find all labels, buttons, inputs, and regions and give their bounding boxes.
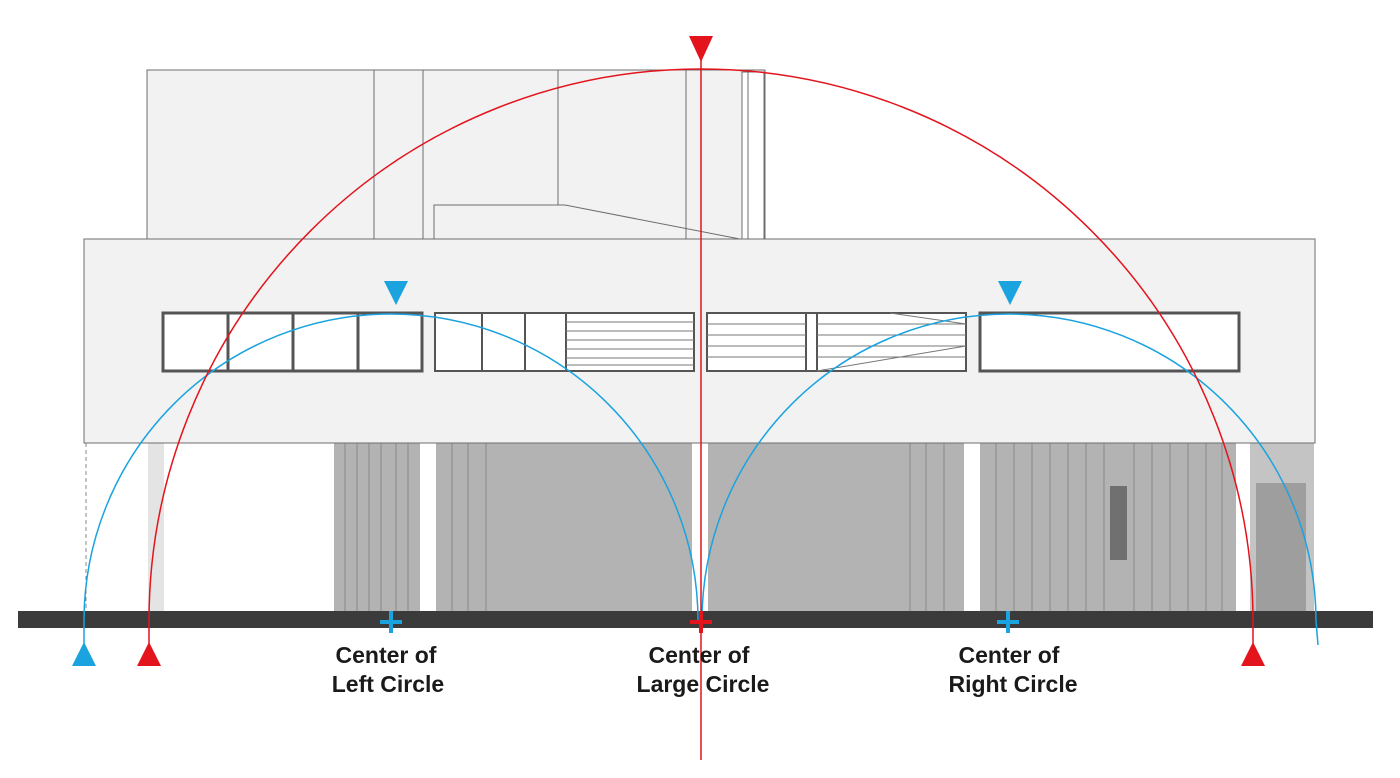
glazed-wall-center-right — [708, 443, 964, 611]
arrowhead-left-bottom-red — [137, 642, 161, 666]
label-large-line-1: Center of — [649, 642, 750, 668]
right-circle-arc — [701, 313, 1319, 646]
arrowhead-right-bottom-red — [1241, 642, 1265, 666]
right-center-cross-icon — [997, 611, 1019, 633]
large-center-cross-icon — [690, 611, 712, 633]
arrowheads — [72, 36, 1265, 666]
ground-floor — [85, 443, 1314, 611]
label-left-line-1: Center of — [336, 642, 437, 668]
ribbon-windows — [161, 311, 1241, 373]
label-left-line-2: Left Circle — [332, 671, 444, 697]
entrance-handle — [1110, 486, 1127, 560]
label-right-line-2: Right Circle — [948, 671, 1077, 697]
arrowhead-top-red — [689, 36, 713, 62]
window-left — [161, 311, 424, 373]
glazed-wall-center-left — [436, 443, 692, 611]
window-center-left — [434, 312, 695, 372]
label-right-line-1: Center of — [959, 642, 1060, 668]
labels: Center of Left Circle Center of Large Ci… — [332, 642, 1078, 697]
glazed-wall-left — [334, 443, 420, 611]
left-circle-arc — [83, 313, 699, 645]
glazed-wall-right — [980, 443, 1236, 611]
center-markers — [380, 611, 1019, 633]
arrowhead-right-blue — [998, 281, 1022, 305]
service-door — [1256, 483, 1306, 611]
roof-solarium — [146, 69, 766, 241]
window-right — [978, 311, 1241, 373]
large-circle — [148, 40, 1254, 760]
blue-circles — [83, 313, 1319, 646]
left-center-cross-icon — [380, 611, 402, 633]
label-large-line-2: Large Circle — [637, 671, 770, 697]
ground-line — [18, 611, 1373, 628]
arrowhead-left-blue — [384, 281, 408, 305]
window-center-right — [706, 312, 967, 372]
arrowhead-left-bottom-blue — [72, 642, 96, 666]
